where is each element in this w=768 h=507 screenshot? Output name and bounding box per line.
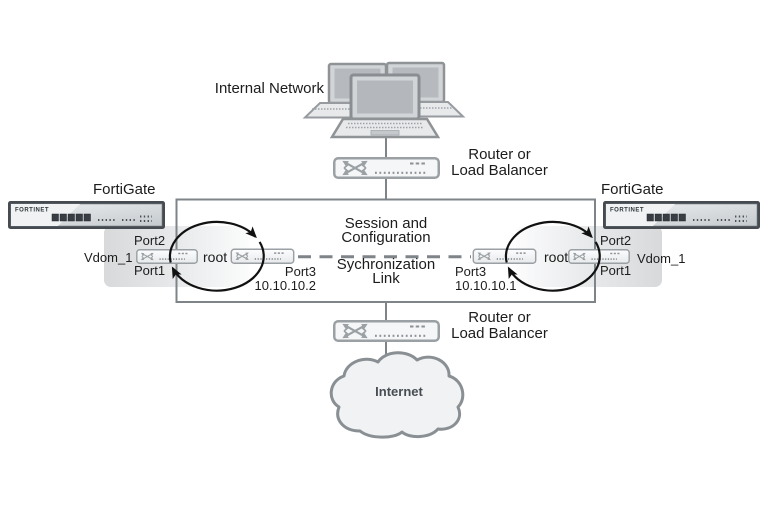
laptop-front-icon xyxy=(329,73,441,139)
right-port3-label: Port3 xyxy=(455,264,487,279)
left-port3-label: Port3 xyxy=(284,264,316,279)
router-bottom-label-line1: Router or xyxy=(468,309,531,326)
right-root-label: root xyxy=(544,249,569,265)
fortigate-left-label: FortiGate xyxy=(93,181,156,198)
router-top-label-line2: Load Balancer xyxy=(451,161,548,179)
left-vdom-label: Vdom_1 xyxy=(84,250,133,265)
left-port1-label: Port1 xyxy=(134,263,166,278)
sync-link-label-bottom: Sychronization Link xyxy=(303,256,469,287)
left-port3-block: Port3 10.10.10.2 xyxy=(236,265,316,293)
router-top-label: Router or Load Balancer xyxy=(437,147,562,178)
right-port1-label: Port1 xyxy=(600,263,632,278)
fortigate-left-appliance xyxy=(7,200,166,230)
internal-network-label: Internal Network xyxy=(214,80,324,97)
fortigate-right-label: FortiGate xyxy=(601,181,664,198)
sync-label-line1: Session and xyxy=(344,215,428,232)
right-port3-ip: 10.10.10.1 xyxy=(455,278,517,293)
right-vdom-label: Vdom_1 xyxy=(637,251,686,266)
router-bottom-device xyxy=(334,321,439,341)
right-port2-label: Port2 xyxy=(600,233,632,248)
right-port3-block: Port3 10.10.10.1 xyxy=(455,265,535,293)
fortigate-right-appliance xyxy=(602,200,761,230)
right-root-device xyxy=(473,249,535,263)
internet-cloud xyxy=(329,351,465,439)
left-root-label: root xyxy=(203,249,228,265)
router-top-device xyxy=(334,158,439,178)
sync-label-line2: Configuration xyxy=(341,228,431,246)
router-top-label-line1: Router or xyxy=(468,146,531,163)
left-vdom-device xyxy=(137,250,197,264)
left-port2-label: Port2 xyxy=(134,233,166,248)
sync-label-line4: Link xyxy=(372,269,400,287)
internal-network-laptops xyxy=(302,61,466,139)
router-bottom-label-line2: Load Balancer xyxy=(451,324,548,342)
left-port3-ip: 10.10.10.2 xyxy=(254,278,316,293)
internet-label: Internet xyxy=(375,384,423,399)
router-bottom-label: Router or Load Balancer xyxy=(437,310,562,341)
sync-link-label-top: Session and Configuration xyxy=(303,215,469,246)
sync-label-line3: Sychronization xyxy=(336,256,436,273)
